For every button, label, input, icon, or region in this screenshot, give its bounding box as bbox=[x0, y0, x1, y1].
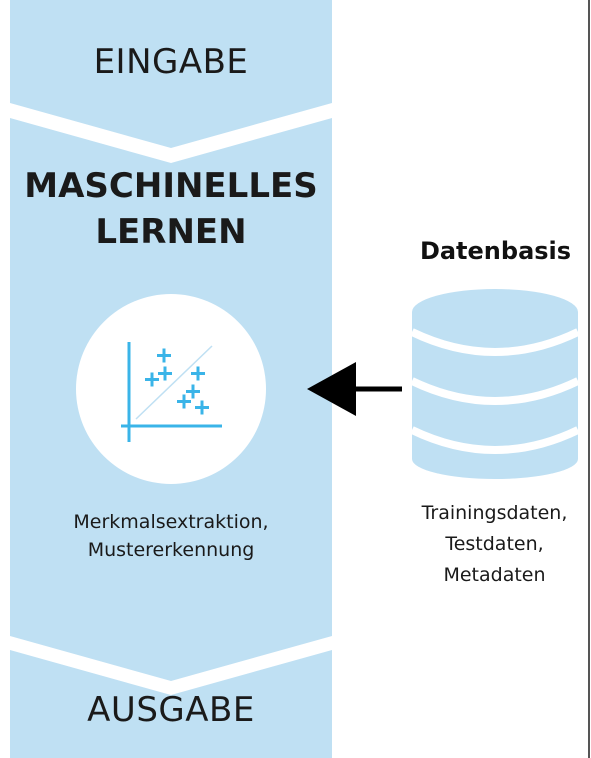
database-description: Trainingsdaten, Testdaten, Metadaten bbox=[398, 498, 591, 591]
process-title-line2: LERNEN bbox=[95, 212, 247, 252]
process-title-line1: MASCHINELLES bbox=[24, 166, 318, 206]
database-title: Datenbasis bbox=[419, 237, 572, 265]
output-label: AUSGABE bbox=[87, 690, 255, 730]
process-description: Merkmalsextraktion, Mustererkennung bbox=[10, 508, 332, 564]
database-item: Metadaten bbox=[443, 564, 546, 586]
arrow-left-icon bbox=[307, 362, 402, 416]
input-label: EINGABE bbox=[93, 42, 249, 82]
process-title: MASCHINELLES LERNEN bbox=[10, 163, 332, 255]
process-desc-line2: Mustererkennung bbox=[87, 539, 255, 561]
input-block bbox=[10, 0, 332, 148]
scatter-plot-icon bbox=[76, 294, 266, 484]
database-item: Testdaten, bbox=[445, 533, 544, 555]
process-desc-line1: Merkmalsextraktion, bbox=[73, 511, 269, 533]
database-item: Trainingsdaten, bbox=[421, 502, 568, 524]
database-icon bbox=[410, 289, 580, 479]
output-block bbox=[10, 650, 332, 758]
